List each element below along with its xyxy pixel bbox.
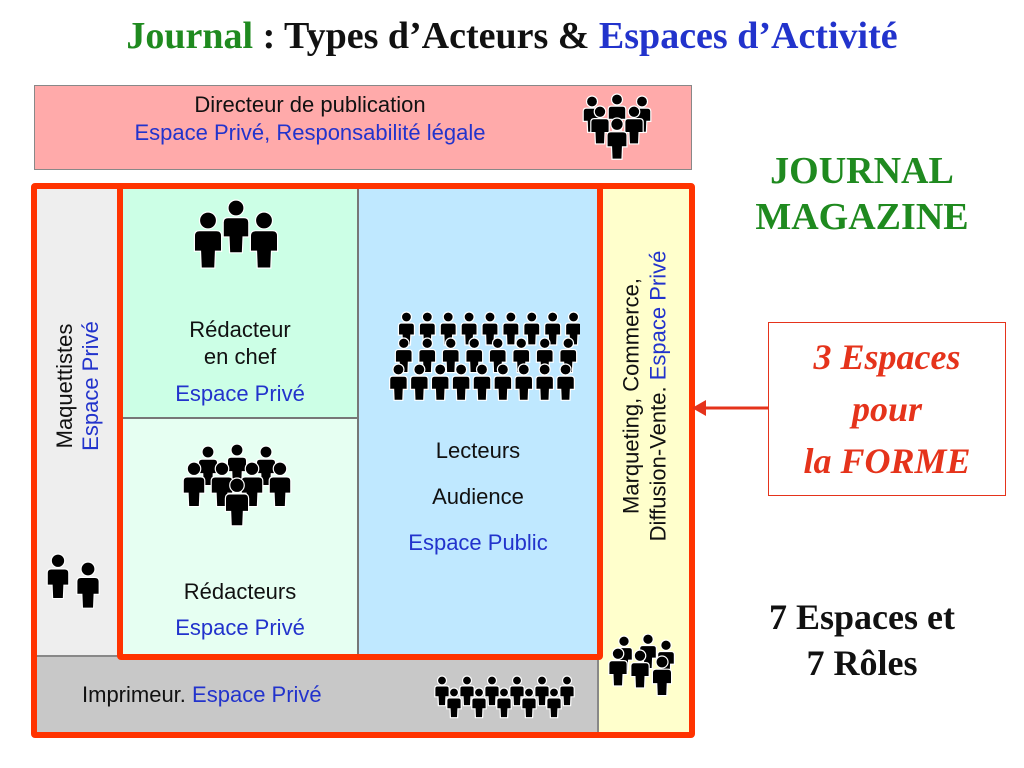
person-figure: [496, 687, 512, 719]
person-figure: [441, 337, 460, 374]
callout-line3: la FORME: [803, 441, 971, 481]
person-figure: [556, 363, 575, 401]
audience-label: Audience: [432, 484, 524, 509]
three-people-icon: [188, 198, 284, 304]
lecteurs-panel: [358, 186, 598, 656]
person-figure: [521, 687, 537, 719]
redacteur-chef-line2: en chef: [203, 344, 277, 369]
person-figure: [226, 444, 248, 485]
lecteurs-space: Espace Public: [408, 530, 548, 555]
redacteur-chef-line1: Rédacteur: [189, 317, 291, 342]
person-figure: [389, 363, 408, 401]
imprimeur-text: Imprimeur. Espace Privé: [82, 682, 322, 708]
person-figure: [222, 199, 250, 254]
callout-box: 3 Espaces pour la FORME: [768, 322, 1006, 496]
person-figure: [484, 675, 500, 707]
title-middle: : Types d’Acteurs &: [253, 15, 599, 57]
person-figure: [606, 117, 628, 160]
person-figure: [509, 675, 525, 707]
marqueting-line1: Marqueting, Commerce,: [618, 278, 644, 514]
person-figure: [46, 553, 70, 600]
lecteurs-label: Lecteurs: [435, 438, 521, 463]
person-figure: [472, 363, 492, 401]
person-figure: [630, 649, 650, 689]
marqueting-space: Espace Privé: [645, 250, 671, 381]
person-figure: [493, 363, 513, 401]
person-figure: [459, 675, 475, 707]
callout-line1: 3 Espaces: [813, 337, 961, 377]
person-figure: [446, 687, 462, 719]
person-figure: [651, 655, 673, 697]
imprimeur-label: Imprimeur.: [82, 682, 186, 707]
person-figure: [544, 311, 562, 346]
person-figure: [564, 311, 580, 346]
journal-magazine-label: JOURNAL MAGAZINE: [722, 148, 1002, 240]
maquettistes-label: Maquettistes: [52, 323, 77, 449]
person-figure: [471, 687, 487, 719]
two-people-icon: [42, 550, 106, 624]
inner-red-frame: [117, 183, 603, 660]
person-figure: [514, 363, 534, 401]
person-figure: [523, 311, 541, 346]
arrow-left-icon: [690, 396, 772, 420]
person-figure: [193, 211, 223, 269]
redacteurs-text: Rédacteurs Espace Privé: [124, 574, 356, 646]
person-figure: [535, 363, 555, 401]
person-figure: [608, 647, 628, 687]
lecteurs-text: Lecteurs Audience Espace Public: [360, 428, 596, 566]
maquettistes-space: Espace Privé: [78, 321, 103, 451]
directeur-box: [34, 85, 692, 170]
person-figure: [430, 363, 450, 401]
callout-line2: pour: [851, 389, 923, 429]
group-people-icon: [578, 92, 656, 164]
imprimeur-space: Espace Privé: [192, 682, 322, 707]
row-people-icon: [430, 674, 582, 722]
redacteurs-space: Espace Privé: [175, 615, 305, 640]
person-figure: [224, 477, 250, 527]
crowd-icon: [384, 308, 580, 420]
roles-line2: 7 Rôles: [806, 643, 918, 683]
person-figure: [434, 675, 450, 707]
person-figure: [534, 675, 550, 707]
roles-label: 7 Espaces et 7 Rôles: [722, 594, 1002, 686]
person-figure: [76, 561, 100, 609]
magazine-label: MAGAZINE: [755, 196, 969, 238]
person-figure: [546, 687, 562, 719]
person-figure: [268, 461, 292, 508]
redacteur-chef-text: Rédacteur en chef Espace Privé: [124, 316, 356, 407]
marqueting-text: Marqueting, Commerce, Diffusion-Vente. E…: [600, 196, 688, 596]
person-figure: [182, 461, 206, 508]
group-people-icon: [604, 634, 686, 718]
person-figure: [249, 211, 279, 269]
roles-line1: 7 Espaces et: [769, 597, 955, 637]
person-figure: [559, 675, 575, 707]
marqueting-line2: Diffusion-Vente.: [645, 386, 671, 542]
directeur-text: Directeur de publication Espace Privé, R…: [60, 92, 560, 146]
directeur-space: Espace Privé, Responsabilité légale: [134, 120, 486, 145]
journal-label: JOURNAL: [770, 150, 954, 192]
person-figure: [451, 363, 471, 401]
group-people-icon: [178, 444, 296, 552]
person-figure: [409, 363, 429, 401]
person-figure: [502, 311, 520, 346]
title-journal: Journal: [126, 15, 254, 57]
page-title: Journal : Types d’Acteurs & Espaces d’Ac…: [0, 14, 1024, 58]
person-figure: [590, 105, 610, 145]
redacteur-chef-space: Espace Privé: [175, 381, 305, 406]
person-figure: [624, 105, 644, 145]
maquettistes-text: Maquettistes Espace Privé: [36, 236, 120, 536]
redacteurs-label: Rédacteurs: [183, 579, 297, 604]
title-espaces: Espaces d’Activité: [598, 15, 898, 57]
directeur-title: Directeur de publication: [194, 92, 426, 117]
